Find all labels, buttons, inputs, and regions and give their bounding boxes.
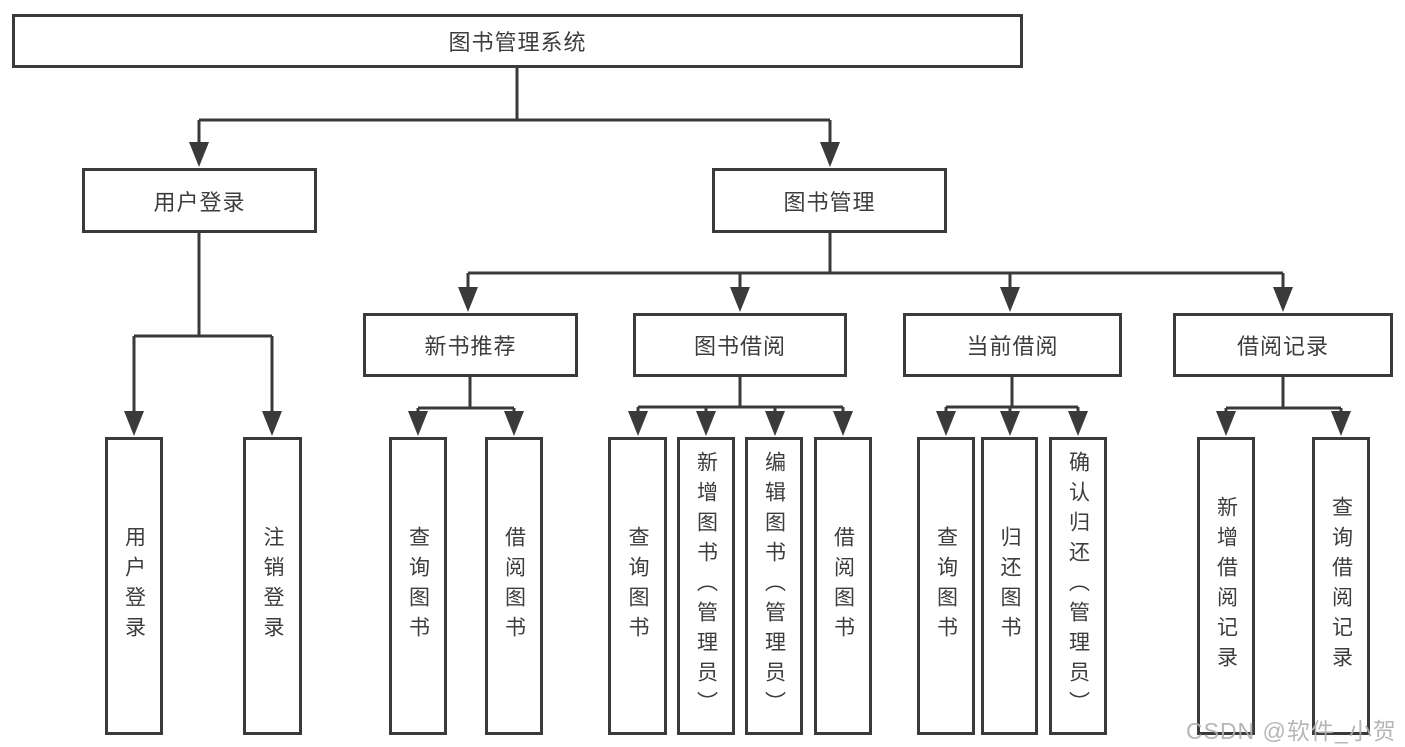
leaf-logout: 注销登录 — [243, 437, 302, 735]
leaf-user-login: 用户登录 — [105, 437, 163, 735]
leaf-return-book: 归还图书 — [981, 437, 1038, 735]
leaf-label: 确认归还（管理员） — [1066, 451, 1090, 721]
node-label: 用户登录 — [153, 189, 246, 215]
node-book-borrow: 图书借阅 — [633, 313, 847, 377]
leaf-label: 查询图书 — [934, 526, 958, 646]
leaf-confirm-return-admin: 确认归还（管理员） — [1049, 437, 1107, 735]
leaf-label: 查询图书 — [406, 526, 430, 646]
node-label: 图书管理系统 — [448, 30, 587, 55]
node-book-management: 图书管理 — [712, 168, 947, 233]
leaf-edit-book-admin: 编辑图书（管理员） — [745, 437, 803, 735]
leaf-borrow-book: 借阅图书 — [814, 437, 872, 735]
leaf-label: 查询借阅记录 — [1329, 496, 1353, 676]
leaf-add-book-admin: 新增图书（管理员） — [677, 437, 735, 735]
node-current-borrow: 当前借阅 — [903, 313, 1122, 377]
node-label: 当前借阅 — [966, 334, 1059, 359]
node-new-book-recommend: 新书推荐 — [363, 313, 578, 377]
leaf-label: 归还图书 — [998, 526, 1021, 646]
leaf-query-book-current: 查询图书 — [917, 437, 975, 735]
leaf-add-borrow-record: 新增借阅记录 — [1197, 437, 1255, 735]
node-label: 图书管理 — [783, 189, 876, 215]
leaf-label: 借阅图书 — [502, 526, 526, 646]
csdn-watermark: CSDN @软件_小贺同学 — [1186, 718, 1397, 744]
node-library-management-system: 图书管理系统 — [12, 14, 1023, 68]
leaf-label: 新增借阅记录 — [1214, 496, 1238, 676]
node-user-login: 用户登录 — [82, 168, 317, 233]
node-label: 新书推荐 — [424, 334, 517, 359]
leaf-label: 借阅图书 — [831, 526, 855, 646]
leaf-label: 注销登录 — [261, 526, 284, 646]
node-label: 借阅记录 — [1236, 334, 1329, 359]
leaf-label: 用户登录 — [122, 526, 146, 646]
leaf-label: 查询图书 — [626, 526, 649, 646]
leaf-label: 编辑图书（管理员） — [762, 451, 786, 721]
node-label: 图书借阅 — [693, 334, 786, 359]
leaf-label: 新增图书（管理员） — [694, 451, 718, 721]
leaf-query-borrow-record: 查询借阅记录 — [1312, 437, 1370, 735]
node-borrow-record: 借阅记录 — [1173, 313, 1393, 377]
leaf-query-book-borrow: 查询图书 — [608, 437, 667, 735]
leaf-borrow-book-recommend: 借阅图书 — [485, 437, 543, 735]
leaf-query-book-recommend: 查询图书 — [389, 437, 447, 735]
